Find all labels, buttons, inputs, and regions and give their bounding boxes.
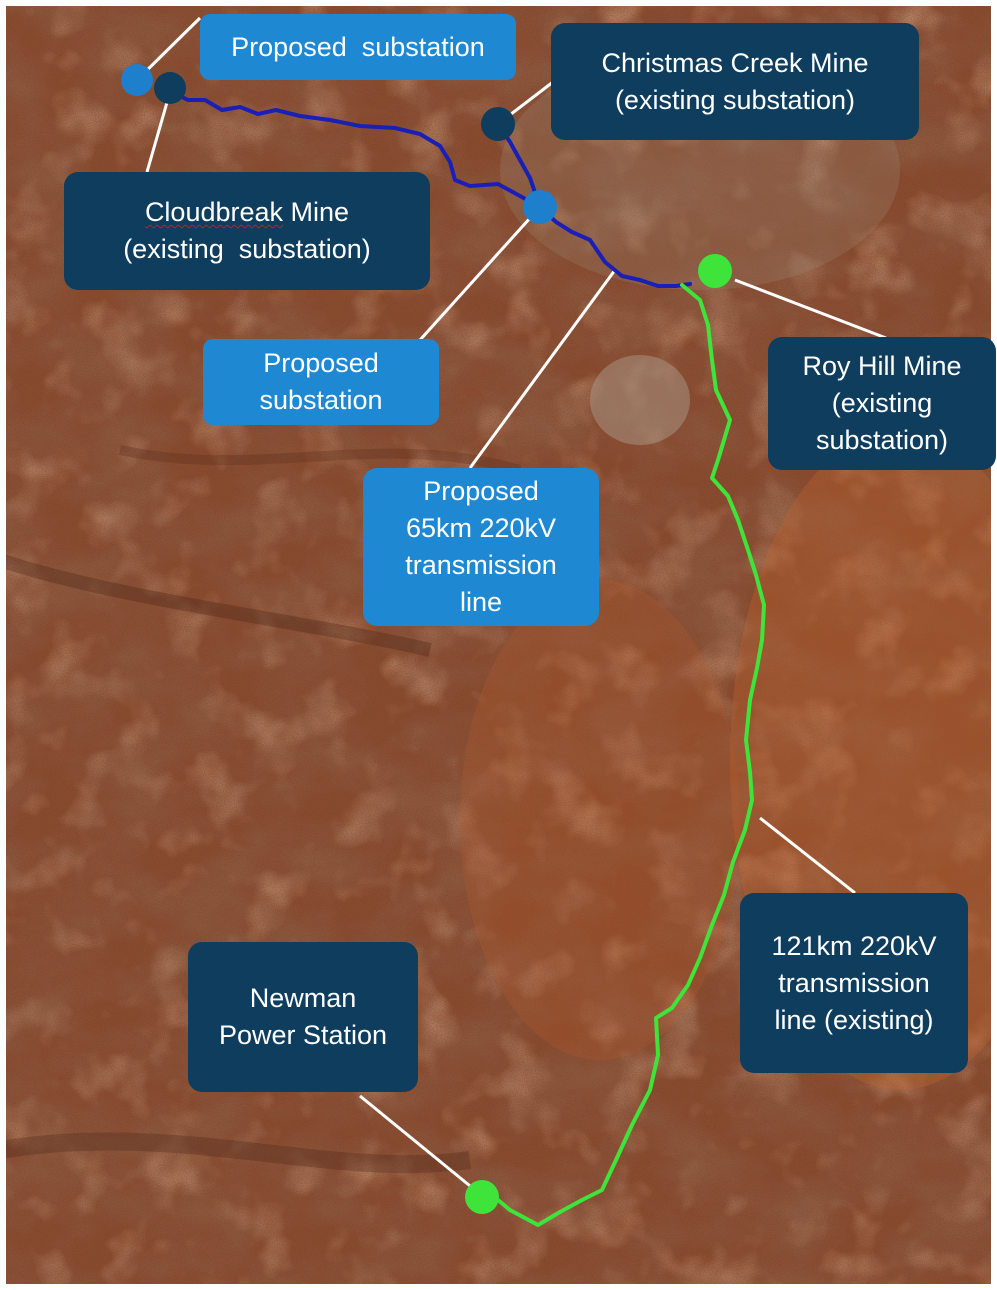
proposed-transmission-line[interactable] [170,90,692,288]
proposed-substation-top-node[interactable] [121,64,153,96]
label-line-1: Roy Hill Mine [802,351,962,381]
newman-power-station-node[interactable] [465,1180,499,1214]
cloudbreak-substation-node[interactable] [154,72,186,104]
label-line-1: Proposed [263,348,379,378]
christmas-creek-substation-node[interactable] [481,107,515,141]
leader-proposed-line [468,269,617,469]
label-proposed-substation-top: Proposed substation [200,14,516,80]
label-existing-line: 121km 220kV transmission line (existing) [740,893,968,1073]
label-line-2: 65km 220kV [405,513,557,543]
proposed-substation-mid-node[interactable] [523,190,557,224]
label-line-2: (existing [831,388,933,418]
label-christmas-creek: Christmas Creek Mine (existing substatio… [551,23,919,140]
roy-hill-substation-node[interactable] [698,254,732,288]
terrain-pale-mine [590,355,690,445]
label-line-1: Newman [249,983,357,1013]
label-line-3: substation) [815,425,949,455]
label-line-1: Cloudbreak Mine [145,194,349,231]
label-line-2: transmission [778,967,930,998]
terrain-plateau-center [460,580,740,1060]
label-roy-hill: Roy Hill Mine (existing substation) [768,337,996,470]
terrain-ridge-south [0,1132,472,1174]
cloudbreak-suffix: Mine [283,197,350,227]
terrain-ridge-west [0,553,432,657]
label-line-2: (existing substation) [123,234,371,264]
label-line-1: 121km 220kV [771,930,937,961]
leader-existing-line [759,816,856,895]
label-line-2: substation [259,385,383,415]
label-proposed-line: Proposed 65km 220kV transmission line [363,468,599,626]
label-proposed-substation-mid: Proposed substation [203,339,439,425]
label-newman: Newman Power Station [188,942,418,1092]
leader-cloudbreak [145,91,172,173]
label-cloudbreak: Cloudbreak Mine (existing substation) [64,172,430,290]
cloudbreak-name: Cloudbreak [144,197,284,227]
label-line-1: Proposed [423,476,539,506]
label-text: Proposed substation [231,31,485,62]
leader-roy-hill [734,278,887,340]
existing-transmission-line[interactable] [496,283,766,1227]
label-line-2: (existing substation) [614,84,856,115]
leader-newman [359,1094,476,1192]
terrain-ridge-mid [118,445,522,475]
label-line-3: line (existing) [774,1004,934,1035]
label-line-1: Christmas Creek Mine [601,47,869,78]
label-line-3: transmission [405,550,557,580]
leader-proposed-substation-mid [418,205,542,342]
label-line-4: line [459,587,503,617]
label-line-2: Power Station [218,1020,388,1050]
